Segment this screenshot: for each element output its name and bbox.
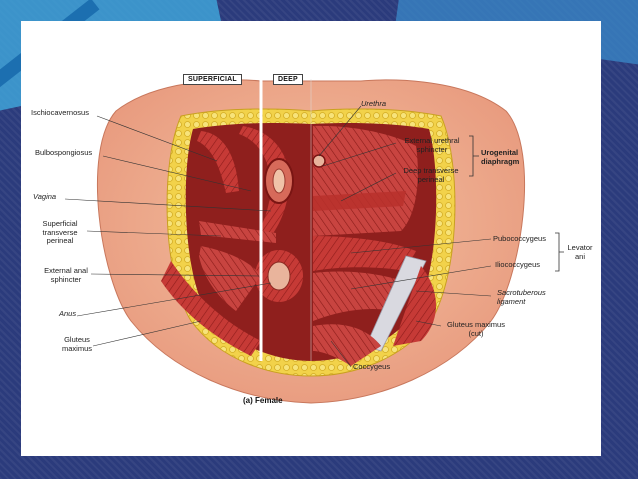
label-gluteus-maximus-cut: Gluteus maximus (cut) bbox=[445, 321, 507, 338]
label-bulbospongiosus: Bulbospongiosus bbox=[35, 149, 92, 158]
label-ischiocavernosus: Ischiocavernosus bbox=[31, 109, 89, 118]
label-vagina: Vagina bbox=[33, 193, 56, 202]
label-anus: Anus bbox=[59, 310, 76, 319]
label-line: perineal bbox=[398, 176, 464, 185]
label-coccygeus: Coccygeus bbox=[353, 363, 390, 372]
label-sacrotuberous-ligament: Sacrotuberous ligament bbox=[497, 289, 546, 306]
label-line: sphincter bbox=[41, 276, 91, 285]
label-deep-transverse-perineal: Deep transverse perineal bbox=[398, 167, 464, 184]
label-gluteus-maximus: Gluteus maximus bbox=[61, 336, 93, 353]
label-line: maximus bbox=[61, 345, 93, 354]
anus bbox=[268, 262, 290, 290]
label-pubococcygeus: Pubococcygeus bbox=[493, 235, 546, 244]
label-superficial-transverse-perineal: Superficial transverse perineal bbox=[35, 220, 85, 246]
figure-caption: (a) Female bbox=[243, 396, 283, 405]
label-iliococcygeus: Iliococcygeus bbox=[495, 261, 540, 270]
label-external-anal-sphincter: External anal sphincter bbox=[41, 267, 91, 284]
label-external-urethral-sphincter: External urethral sphincter bbox=[396, 137, 468, 154]
figure-panel: SUPERFICIAL DEEP Ischiocavernosus Bulbos… bbox=[21, 21, 601, 456]
label-urethra: Urethra bbox=[361, 100, 386, 109]
levator-ani-bracket bbox=[555, 233, 564, 271]
label-line: (cut) bbox=[445, 330, 507, 339]
label-line: perineal bbox=[35, 237, 85, 246]
urethra-opening bbox=[313, 155, 325, 167]
tab-deep: DEEP bbox=[273, 74, 303, 85]
label-levator-ani: Levator ani bbox=[565, 244, 595, 261]
label-line: sphincter bbox=[396, 146, 468, 155]
label-urogenital-diaphragm: Urogenital diaphragm bbox=[481, 149, 519, 166]
label-line: ligament bbox=[497, 298, 546, 307]
label-line: diaphragm bbox=[481, 158, 519, 167]
label-line: ani bbox=[565, 253, 595, 262]
tab-superficial: SUPERFICIAL bbox=[183, 74, 242, 85]
